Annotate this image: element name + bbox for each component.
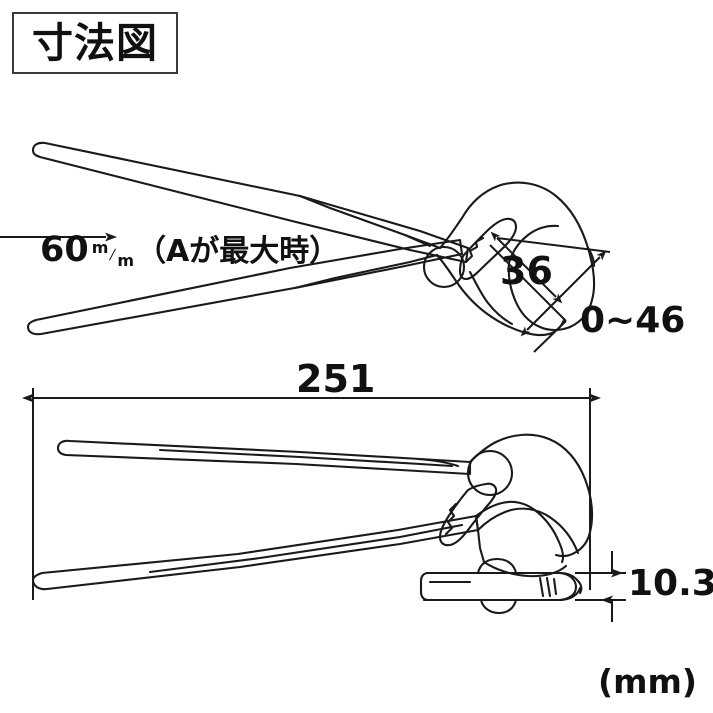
dim-line-46 [520, 250, 607, 337]
view-middle-closed-pliers [31, 433, 594, 591]
mid-jaw-gap-line [474, 514, 486, 564]
mm-numerator: m [91, 238, 109, 257]
dimension-label-overall-length: 251 [296, 357, 376, 401]
upper-handle-outline [31, 141, 470, 264]
pivot-rivet-mid [466, 449, 514, 497]
view-top-open-pliers [26, 141, 596, 337]
handle-spread-value: 60 [40, 230, 89, 270]
mid-lower-handle-inner [148, 523, 464, 574]
view-bottom-thickness [419, 557, 583, 615]
edge-inner-line-4 [552, 577, 558, 596]
pivot-rivet-top [422, 245, 466, 289]
unit-label: (mm) [598, 662, 697, 701]
edge-inner-line-3 [545, 576, 552, 598]
dim-jaw-width-36 [489, 231, 611, 353]
edge-top-line [426, 571, 580, 583]
edge-right-cap [576, 579, 583, 595]
mid-lower-jaw-return [482, 560, 568, 578]
dimension-label-handle-spread: 60 m m （Aが最大時） [40, 226, 339, 270]
adjustment-teeth-top [464, 236, 485, 264]
dimension-label-jaw-opening: 0~46 [580, 300, 686, 341]
lower-handle-inner-line [293, 253, 439, 290]
mid-lower-handle-outline [31, 514, 480, 591]
edge-left-cap [419, 571, 430, 602]
upper-handle-taper [403, 233, 442, 250]
edge-jaw-nose [558, 571, 578, 602]
mid-upper-handle-inner [158, 448, 454, 468]
fraction-bar [109, 248, 117, 261]
adjustment-teeth-mid [444, 502, 458, 536]
mm-fraction-glyph: m m [92, 238, 134, 270]
mid-jaw-tip-fold [534, 509, 565, 564]
mid-upper-taper [416, 457, 460, 468]
lower-handle-outline [26, 238, 464, 336]
page-title: 寸法図 [32, 18, 158, 67]
edge-rivet-bottom [479, 598, 518, 615]
title-box: 寸法図 [12, 12, 178, 74]
lower-jaw-body [435, 253, 528, 335]
dim-thickness [575, 551, 626, 622]
mm-denominator: m [117, 251, 135, 270]
dimension-label-jaw-width: 36 [500, 249, 553, 293]
handle-spread-note: （Aが最大時） [136, 234, 340, 269]
edge-inner-line-2 [538, 576, 545, 598]
ext-line-46-a [496, 237, 611, 253]
dim-overall-length [22, 388, 601, 600]
adjustment-slot-mid [438, 482, 498, 547]
dimension-label-thickness: 10.3 [628, 563, 713, 604]
mid-jaw-lower-body [476, 507, 580, 555]
edge-rivet-top [476, 557, 518, 575]
lower-jaw-inner-curve [468, 270, 514, 326]
mid-upper-handle-outline [56, 439, 472, 476]
